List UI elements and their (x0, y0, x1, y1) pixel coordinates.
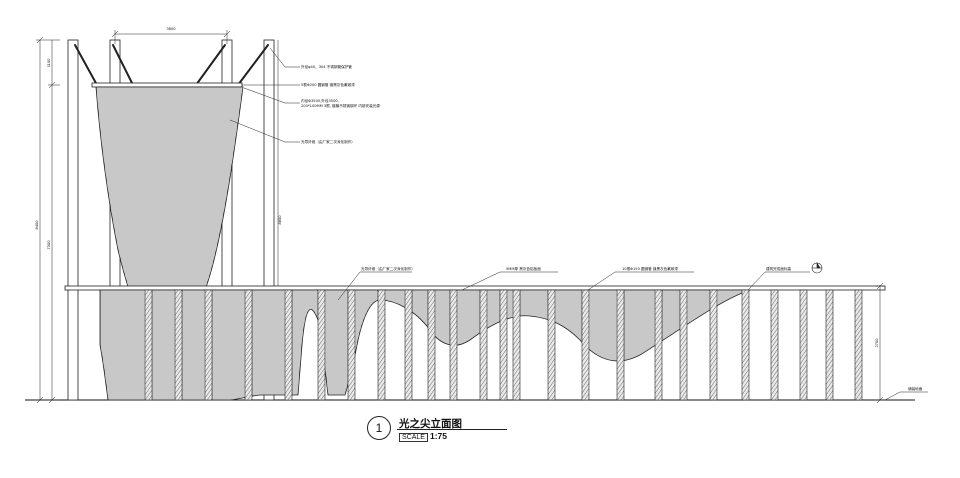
annotation-3b: 200*100MM 3根, 镀膜不锈钢钢环 内部安装光源 (301, 103, 380, 108)
dim-right-height: 2700 (874, 338, 879, 348)
scale-label: SCALE (399, 433, 428, 442)
leader-lines-canopy (337, 271, 928, 401)
fiber-wave-curtain (99, 289, 751, 401)
annotation-3: 内径Φ3500,外径3500, (301, 98, 339, 103)
leader-lines-upper (229, 47, 300, 143)
top-dimension (111, 30, 231, 44)
canopy-beam (64, 285, 886, 291)
annotation-4: 光导纤维（由厂家二次深化制作） (301, 139, 355, 144)
dim-left-lower: 7300 (46, 240, 51, 250)
dim-top-seg: 1100 (46, 58, 51, 67)
title-underline (397, 429, 507, 430)
annotation-7: 10根Φ150 圆钢管 镀黑灰色氟碳漆 (622, 266, 678, 271)
support-columns (144, 289, 863, 401)
annotation-9: 铺装地面 (908, 386, 923, 391)
dim-left-total: 8400 (34, 220, 39, 230)
annotation-8: 建筑完成面标高 (766, 266, 792, 271)
scale-value: 1:75 (429, 431, 447, 441)
level-marker-icon (811, 261, 823, 274)
drawing-number: 1 (367, 416, 391, 440)
dim-top-width: 3500 (167, 26, 177, 31)
right-dimension (875, 282, 885, 404)
left-dimensions (36, 36, 60, 404)
annotation-5: 光导纤维（由厂家二次深化制作） (361, 266, 415, 271)
dim-inner-height: 8800 (277, 215, 282, 225)
annotation-1: 外径φ40、304 不锈钢管保护管 (301, 64, 352, 69)
top-ring-beam (91, 82, 243, 88)
drawing-title: 光之尖立面图 (399, 418, 462, 430)
top-braces (74, 44, 269, 86)
annotation-6: 5MM厚 黑灰色铝板面 (506, 266, 541, 271)
annotation-2: 5根Φ200 圆钢管 镀黑灰色氟碳漆 (301, 82, 355, 87)
